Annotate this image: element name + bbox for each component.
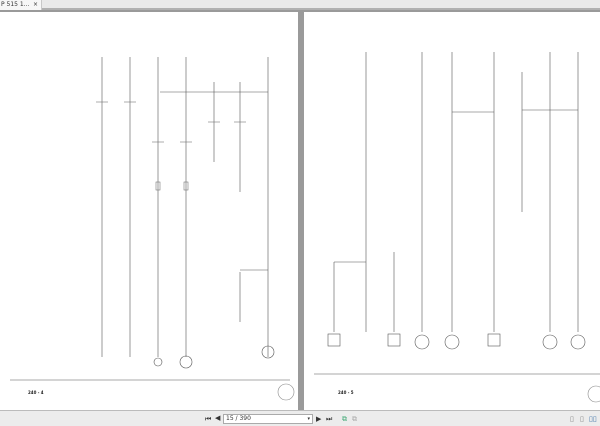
copy-icon[interactable]: ⧉ (342, 415, 347, 423)
chevron-down-icon[interactable]: ▾ (307, 416, 310, 422)
continuous-view-button[interactable]: ▯ (580, 415, 584, 423)
vertical-rungs (333, 52, 579, 332)
bus-lines (10, 91, 290, 381)
paste-icon[interactable]: ⧉ (352, 415, 357, 423)
left-page: 240 - 4 (0, 12, 298, 410)
wiring-diagram-left (10, 57, 295, 401)
bus-lines (314, 109, 600, 375)
tab-bar: P 515 1... × (0, 0, 600, 10)
coils (153, 345, 275, 369)
first-page-button[interactable]: ⏮ (205, 415, 212, 423)
page-number-input[interactable]: 15 / 390 ▾ (223, 414, 313, 424)
double-page-view-button[interactable]: ▯▯ (589, 415, 597, 423)
page-number-label: 240 - 4 (28, 390, 44, 395)
navigation-toolbar: ⏮ 15 / 390 ▾ ▶ ⏭ ⧉ ⧉ ▯ ▯ ▯▯ (0, 410, 600, 426)
coils (327, 333, 586, 350)
close-tab-icon[interactable]: × (32, 1, 38, 8)
document-tab[interactable]: P 515 1... × (0, 0, 42, 10)
tab-title: P 515 1... (1, 1, 30, 8)
contacts (96, 101, 246, 191)
right-page: 240 - 5 (304, 12, 600, 410)
single-page-view-button[interactable]: ▯ (570, 415, 574, 423)
page-number-value: 15 / 390 (226, 415, 251, 422)
wiring-diagram-right (314, 52, 600, 403)
previous-page-button[interactable]: ◀ (215, 414, 221, 422)
page-number-label: 240 - 5 (338, 390, 354, 395)
next-page-button[interactable]: ▶ (316, 415, 322, 423)
last-page-button[interactable]: ⏭ (326, 415, 333, 423)
